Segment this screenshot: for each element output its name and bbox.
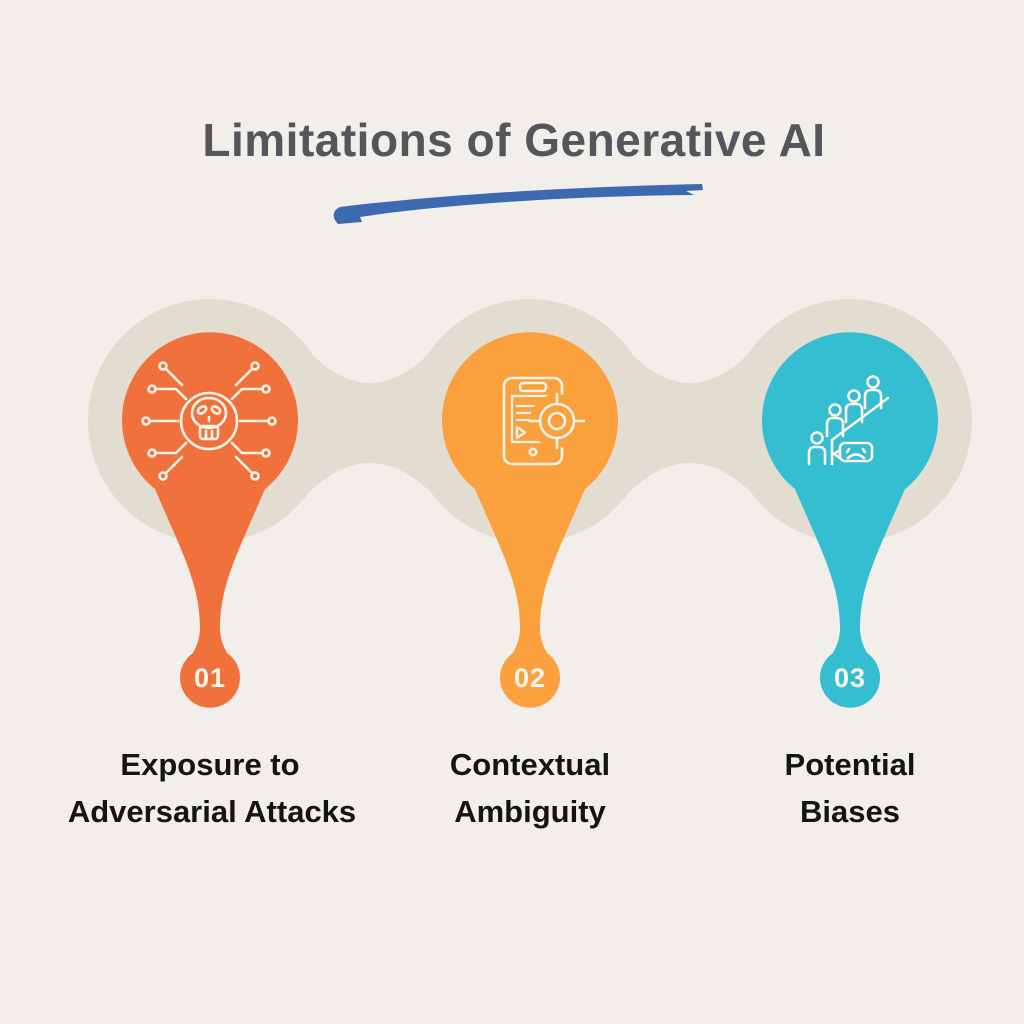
item-2-number-badge: 02 [514,663,546,693]
person-body [825,416,845,438]
circuit-node [158,361,168,371]
circuit-node [250,361,260,371]
speech-bubble [838,441,874,463]
circuit-trace [230,441,264,455]
circuit-trace [234,367,254,387]
item-1: 01 [122,332,298,708]
skull-eye-left [196,405,208,415]
target-outer-ring [538,402,576,440]
circuit-trace [154,387,188,401]
item-3: 03 [762,332,938,708]
item-2: 02 [442,332,618,708]
title-underline [333,184,703,224]
excluded-person-body [807,445,827,466]
ramp-line [830,396,890,466]
target-backdrop [530,394,584,448]
biased-group-icon [807,375,890,466]
band-waist-1 [296,336,444,506]
phone-notch [518,381,548,393]
circuit-node [250,471,260,481]
item-1-number-badge: 01 [194,663,226,693]
page-title: Limitations of Generative AI [202,114,825,166]
skull-jaw [198,424,220,441]
item-1-label-line-2: Adversarial Attacks [68,794,356,829]
person-head [847,389,861,403]
item-2-label-line-2: Ambiguity [454,794,606,829]
circuit-trace [164,367,184,387]
person-head [866,375,880,389]
circuit-trace [230,387,264,401]
sad-face-eye [861,447,867,454]
phone-home-button [528,447,538,457]
play-icon [515,425,527,440]
skull-eye-right [210,405,222,415]
person-body [863,388,883,410]
skull-ring [179,391,239,451]
circuit-trace [234,455,254,475]
circuit-trace [164,455,184,475]
item-3-label-line-2: Biases [800,794,900,829]
person-head [828,403,842,417]
item-3-label-line-1: Potential [785,747,916,782]
item-2-label-line-1: Contextual [450,747,610,782]
circuit-node [158,471,168,481]
speech-bubble-tail [832,448,842,460]
sad-face-mouth [846,453,866,460]
person-body [844,402,864,424]
skull-head [190,396,228,430]
phone-target-icon [502,376,586,466]
target-inner-ring [547,411,567,431]
circuit-trace [154,441,188,455]
skull-circuit-icon [141,361,277,481]
sad-face-eye [845,447,851,454]
item-labels: Exposure to Adversarial Attacks Contextu… [68,747,916,829]
item-1-label-line-1: Exposure to [120,747,299,782]
item-3-number-badge: 03 [834,663,866,693]
excluded-person-head [810,431,824,445]
band-waist-2 [616,336,764,506]
